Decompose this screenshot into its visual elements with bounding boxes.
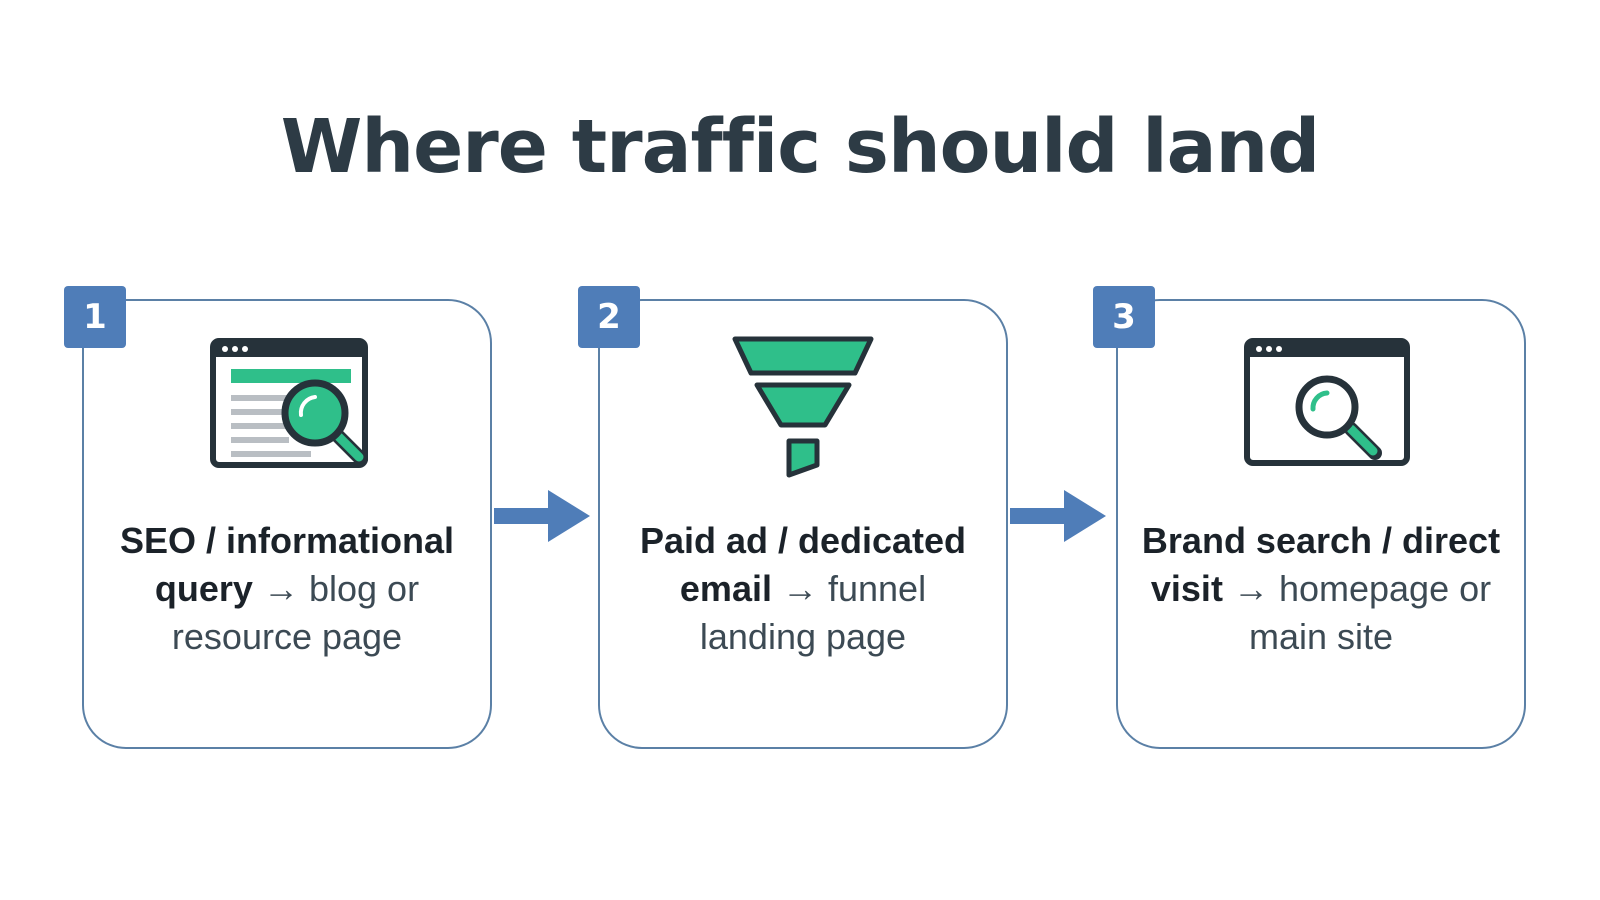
step-2-text: Paid ad / dedicated email → funnel landi…	[618, 517, 988, 661]
browser-search-icon	[1118, 329, 1524, 479]
step-3-source: Brand search / direct visit	[1141, 520, 1501, 609]
step-2-destination: → funnel landing page	[699, 568, 927, 657]
step-1-destination: → blog or resource page	[171, 568, 420, 657]
step-2-source: Paid ad / dedicated email	[639, 520, 967, 609]
browser-magnifier-icon	[84, 329, 490, 479]
step-1-text: SEO / informational query → blog or reso…	[102, 517, 472, 661]
arrow-right-icon	[494, 486, 594, 546]
step-card-1: SEO / informational query → blog or reso…	[82, 299, 492, 749]
step-3-text: Brand search / direct visit → homepage o…	[1136, 517, 1506, 661]
funnel-icon	[600, 329, 1006, 479]
step-number-badge-2: 2	[578, 286, 640, 348]
step-number-badge-1: 1	[64, 286, 126, 348]
step-1-source: SEO / informational query	[119, 520, 455, 609]
step-card-2: Paid ad / dedicated email → funnel landi…	[598, 299, 1008, 749]
diagram-title: Where traffic should land	[280, 104, 1320, 190]
step-3-destination: → homepage or main site	[1232, 568, 1492, 657]
step-number-badge-3: 3	[1093, 286, 1155, 348]
arrow-right-icon	[1010, 486, 1110, 546]
step-card-3: Brand search / direct visit → homepage o…	[1116, 299, 1526, 749]
